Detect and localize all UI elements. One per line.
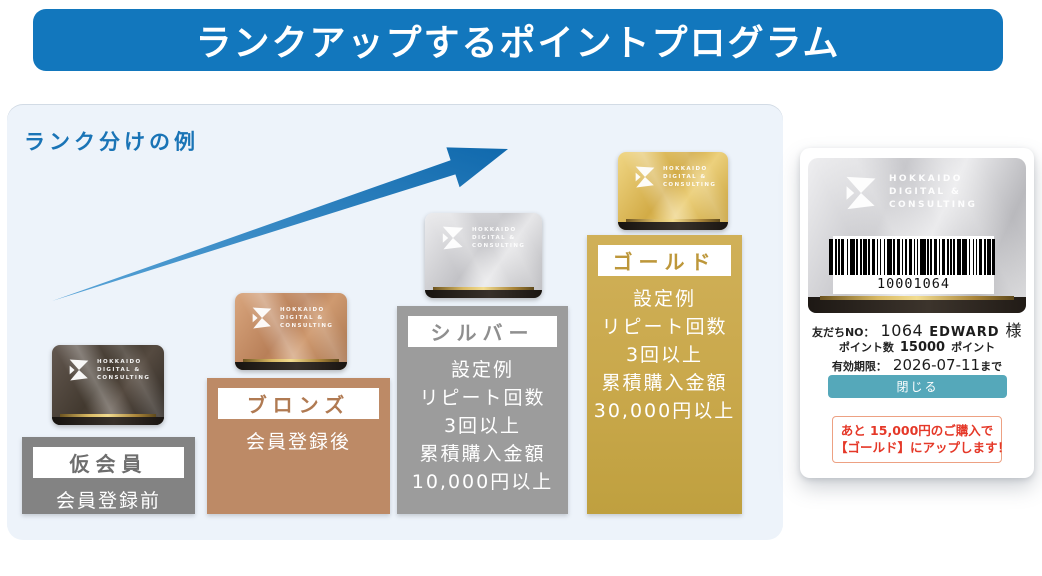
- tier-label-gold: ゴールド: [598, 245, 731, 276]
- brand-logo: HOKKAIDO DIGITAL & CONSULTING: [618, 152, 728, 189]
- barcode-bars: [829, 239, 997, 275]
- brand-bowtie-icon: [846, 176, 876, 209]
- title-banner: ランクアップするポイントプログラム: [33, 9, 1003, 71]
- gold-upgrade-promo: あと 15,000円のご購入で 【ゴールド】にアップします！: [832, 416, 1011, 463]
- brand-name: HOKKAIDO DIGITAL & CONSULTING: [889, 174, 978, 210]
- card-image-gold: HOKKAIDO DIGITAL & CONSULTING: [618, 152, 728, 230]
- brand-name: HOKKAIDO DIGITAL & CONSULTING: [97, 359, 151, 381]
- tier-conditions-silver: 設定例 リピート回数 3回以上 累積購入金額 10,000円以上: [411, 359, 554, 493]
- tier-box-temp-member: 仮会員 会員登録前: [22, 437, 195, 514]
- card-gold-stripe: [820, 296, 1014, 300]
- member-name: EDWARD: [929, 325, 1000, 340]
- tier-box-silver: シルバー 設定例 リピート回数 3回以上 累積購入金額 10,000円以上: [397, 306, 568, 514]
- tier-box-bronze: ブロンズ 会員登録後: [207, 378, 390, 514]
- promo-line-2: 【ゴールド】にアップします！: [835, 440, 1011, 455]
- card-gold-stripe: [242, 359, 340, 362]
- barcode: 10001064: [829, 236, 996, 294]
- brand-name: HOKKAIDO DIGITAL & CONSULTING: [663, 166, 717, 188]
- friend-no-value: 1064: [880, 321, 924, 340]
- points-unit: ポイント: [951, 341, 996, 354]
- card-image-bronze: HOKKAIDO DIGITAL & CONSULTING: [235, 293, 347, 370]
- friend-no-label: 友だちNO：: [811, 326, 875, 339]
- brand-bowtie-icon: [442, 226, 464, 250]
- brand-logo: HOKKAIDO DIGITAL & CONSULTING: [808, 158, 1026, 212]
- member-card-widget: HOKKAIDO DIGITAL & CONSULTING 10001064 友…: [800, 148, 1034, 478]
- brand-name: HOKKAIDO DIGITAL & CONSULTING: [472, 227, 526, 249]
- honorific: 様: [1005, 321, 1023, 340]
- rank-example-panel: ランク分けの例 HOKKAIDO DIGITAL & CONSULTING HO…: [7, 104, 783, 540]
- card-gold-stripe: [625, 219, 721, 222]
- card-image-silver: HOKKAIDO DIGITAL & CONSULTING: [425, 213, 542, 298]
- barcode-number: 10001064: [876, 276, 951, 292]
- card-gold-stripe: [433, 287, 534, 290]
- tier-label-silver: シルバー: [408, 316, 557, 347]
- expiry-value: 2026-07-11: [892, 356, 981, 374]
- tier-conditions-temp-member: 会員登録前: [55, 490, 161, 512]
- brand-name: HOKKAIDO DIGITAL & CONSULTING: [280, 307, 334, 329]
- friend-no-row: 友だちNO： 1064 EDWARD 様: [800, 317, 1034, 341]
- close-button[interactable]: 閉じる: [828, 375, 1007, 398]
- brand-logo: HOKKAIDO DIGITAL & CONSULTING: [52, 345, 164, 382]
- brand-logo: HOKKAIDO DIGITAL & CONSULTING: [425, 213, 542, 250]
- promo-line-1: あと 15,000円のご購入で: [840, 423, 994, 438]
- brand-bowtie-icon: [69, 359, 89, 381]
- card-gold-stripe: [59, 414, 157, 417]
- card-bottom-strip: [235, 362, 347, 370]
- brand-logo: HOKKAIDO DIGITAL & CONSULTING: [235, 293, 347, 330]
- brand-bowtie-icon: [252, 307, 272, 329]
- card-bottom-strip: [618, 222, 728, 230]
- expiry-row: 有効期限： 2026-07-11まで: [800, 356, 1034, 374]
- member-card-image: HOKKAIDO DIGITAL & CONSULTING 10001064: [808, 158, 1026, 313]
- expiry-label: 有効期限：: [831, 360, 887, 373]
- tier-conditions-gold: 設定例 リピート回数 3回以上 累積購入金額 30,000円以上: [593, 288, 736, 422]
- panel-heading: ランク分けの例: [24, 130, 199, 154]
- points-label: ポイント数: [838, 341, 894, 354]
- card-bottom-strip: [425, 290, 542, 298]
- tier-conditions-bronze: 会員登録後: [245, 431, 351, 453]
- card-image-temp-member: HOKKAIDO DIGITAL & CONSULTING: [52, 345, 164, 425]
- card-bottom-strip: [52, 417, 164, 425]
- tier-box-gold: ゴールド 設定例 リピート回数 3回以上 累積購入金額 30,000円以上: [587, 235, 742, 514]
- points-value: 15000: [899, 340, 946, 355]
- brand-bowtie-icon: [635, 166, 655, 188]
- page-title: ランクアップするポイントプログラム: [195, 23, 841, 64]
- points-row: ポイント数 15000 ポイント: [800, 339, 1034, 355]
- tier-label-bronze: ブロンズ: [218, 388, 379, 419]
- tier-label-temp-member: 仮会員: [33, 447, 184, 478]
- card-bottom-strip: [808, 297, 1026, 313]
- expiry-suffix: まで: [980, 360, 1003, 373]
